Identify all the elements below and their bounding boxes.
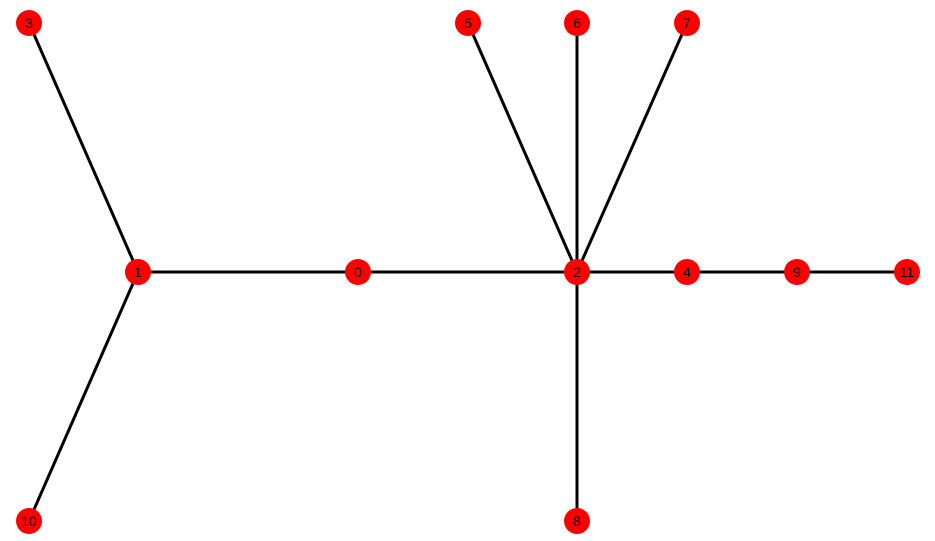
node-6: 6 [564,10,590,36]
edge-1-3 [27,21,140,274]
node-circle [674,10,700,36]
node-circle [894,259,920,285]
node-11: 11 [894,259,920,285]
node-circle [564,508,590,534]
edge-2-7 [575,21,689,274]
node-2: 2 [564,259,590,285]
node-9: 9 [784,259,810,285]
edge-1-10 [27,270,140,523]
node-label: 11 [900,264,915,280]
node-label: 8 [573,513,581,529]
node-7: 7 [674,10,700,36]
node-circle [16,508,42,534]
node-3: 3 [16,10,42,36]
node-circle [564,259,590,285]
node-label: 5 [464,15,472,31]
node-label: 0 [354,264,362,280]
node-circle [16,10,42,36]
node-circle [784,259,810,285]
nodes-layer: 0 1 2 3 4 5 6 7 8 9 10 11 [16,10,920,534]
node-8: 8 [564,508,590,534]
node-circle [125,259,151,285]
node-label: 3 [25,15,33,31]
node-circle [345,259,371,285]
node-label: 1 [134,264,142,280]
node-label: 4 [683,264,691,280]
node-label: 9 [793,264,801,280]
node-5: 5 [455,10,481,36]
node-4: 4 [674,259,700,285]
node-circle [674,259,700,285]
node-label: 2 [573,264,581,280]
node-circle [455,10,481,36]
node-label: 6 [573,15,581,31]
edge-2-5 [466,21,579,274]
node-label: 7 [683,15,691,31]
node-circle [564,10,590,36]
node-10: 10 [16,508,42,534]
edges-layer [27,21,909,523]
node-0: 0 [345,259,371,285]
node-label: 10 [21,513,37,529]
node-1: 1 [125,259,151,285]
